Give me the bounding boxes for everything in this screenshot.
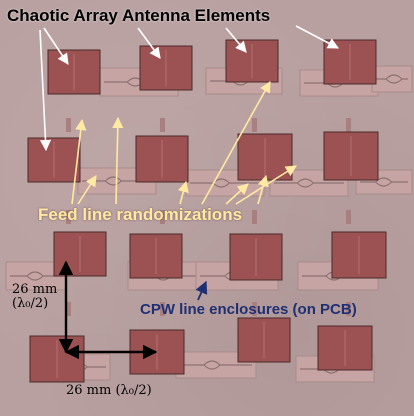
antenna-patch-icon [331, 231, 387, 279]
antenna-patch-icon [139, 45, 193, 91]
feed-line-icon [160, 302, 165, 316]
arrow-icon [195, 280, 208, 301]
feed-line-icon [66, 210, 71, 224]
feed-line-icon [252, 118, 257, 132]
antenna-patch-icon [323, 39, 377, 85]
antenna-patch-icon [237, 317, 291, 363]
antenna-patch-icon [47, 49, 101, 95]
feed-line-label: Feed line randomizations [38, 205, 243, 224]
feed-line-icon [252, 210, 257, 224]
cpw-enclosure-icon [371, 65, 413, 93]
vertical-dimension-value: 26 mm [12, 282, 58, 297]
arrow-icon [225, 183, 249, 205]
callout-arrow-layer [39, 25, 339, 360]
feed-line-icon [160, 118, 165, 132]
arrow-icon [43, 27, 69, 65]
antenna-patch-icon [323, 131, 379, 181]
feed-line-icon [160, 210, 165, 224]
arrow-icon [225, 27, 247, 53]
antenna-patch-icon [237, 133, 293, 181]
antenna-patch-icon [317, 325, 373, 371]
arrow-icon [39, 29, 52, 152]
cpw-enclosure-label: CPW line enclosures (on PCB) [140, 301, 357, 318]
feed-line-icon [346, 302, 351, 316]
feed-line-icon [66, 118, 71, 132]
antenna-patch-icon [29, 335, 85, 383]
arrow-icon [201, 81, 271, 205]
vertical-dimension-wavelength: (λ₀/2) [12, 296, 49, 312]
feed-line-icon [346, 210, 351, 224]
antenna-patch-icon [53, 231, 107, 277]
antenna-patch-icon [27, 137, 81, 183]
arrow-icon [257, 174, 269, 205]
arrow-icon [177, 180, 189, 205]
arrow-icon [77, 175, 97, 205]
vertical-dimension-label: 26 mm (λ₀/2) [12, 282, 58, 312]
antenna-patch-icon [135, 135, 189, 183]
arrow-icon [71, 118, 87, 205]
arrow-icon [112, 116, 124, 205]
arrow-icon [137, 27, 161, 59]
antenna-patch-icon [229, 233, 283, 281]
antenna-patch-layer [27, 39, 387, 383]
antenna-patch-icon [129, 233, 183, 279]
antenna-patch-icon [225, 39, 279, 83]
arrow-icon [295, 25, 339, 49]
title-label: Chaotic Array Antenna Elements [7, 6, 271, 25]
feed-line-icon [346, 118, 351, 132]
feed-line-icon [252, 302, 257, 316]
horizontal-dimension-label: 26 mm (λ₀/2) [66, 383, 152, 398]
